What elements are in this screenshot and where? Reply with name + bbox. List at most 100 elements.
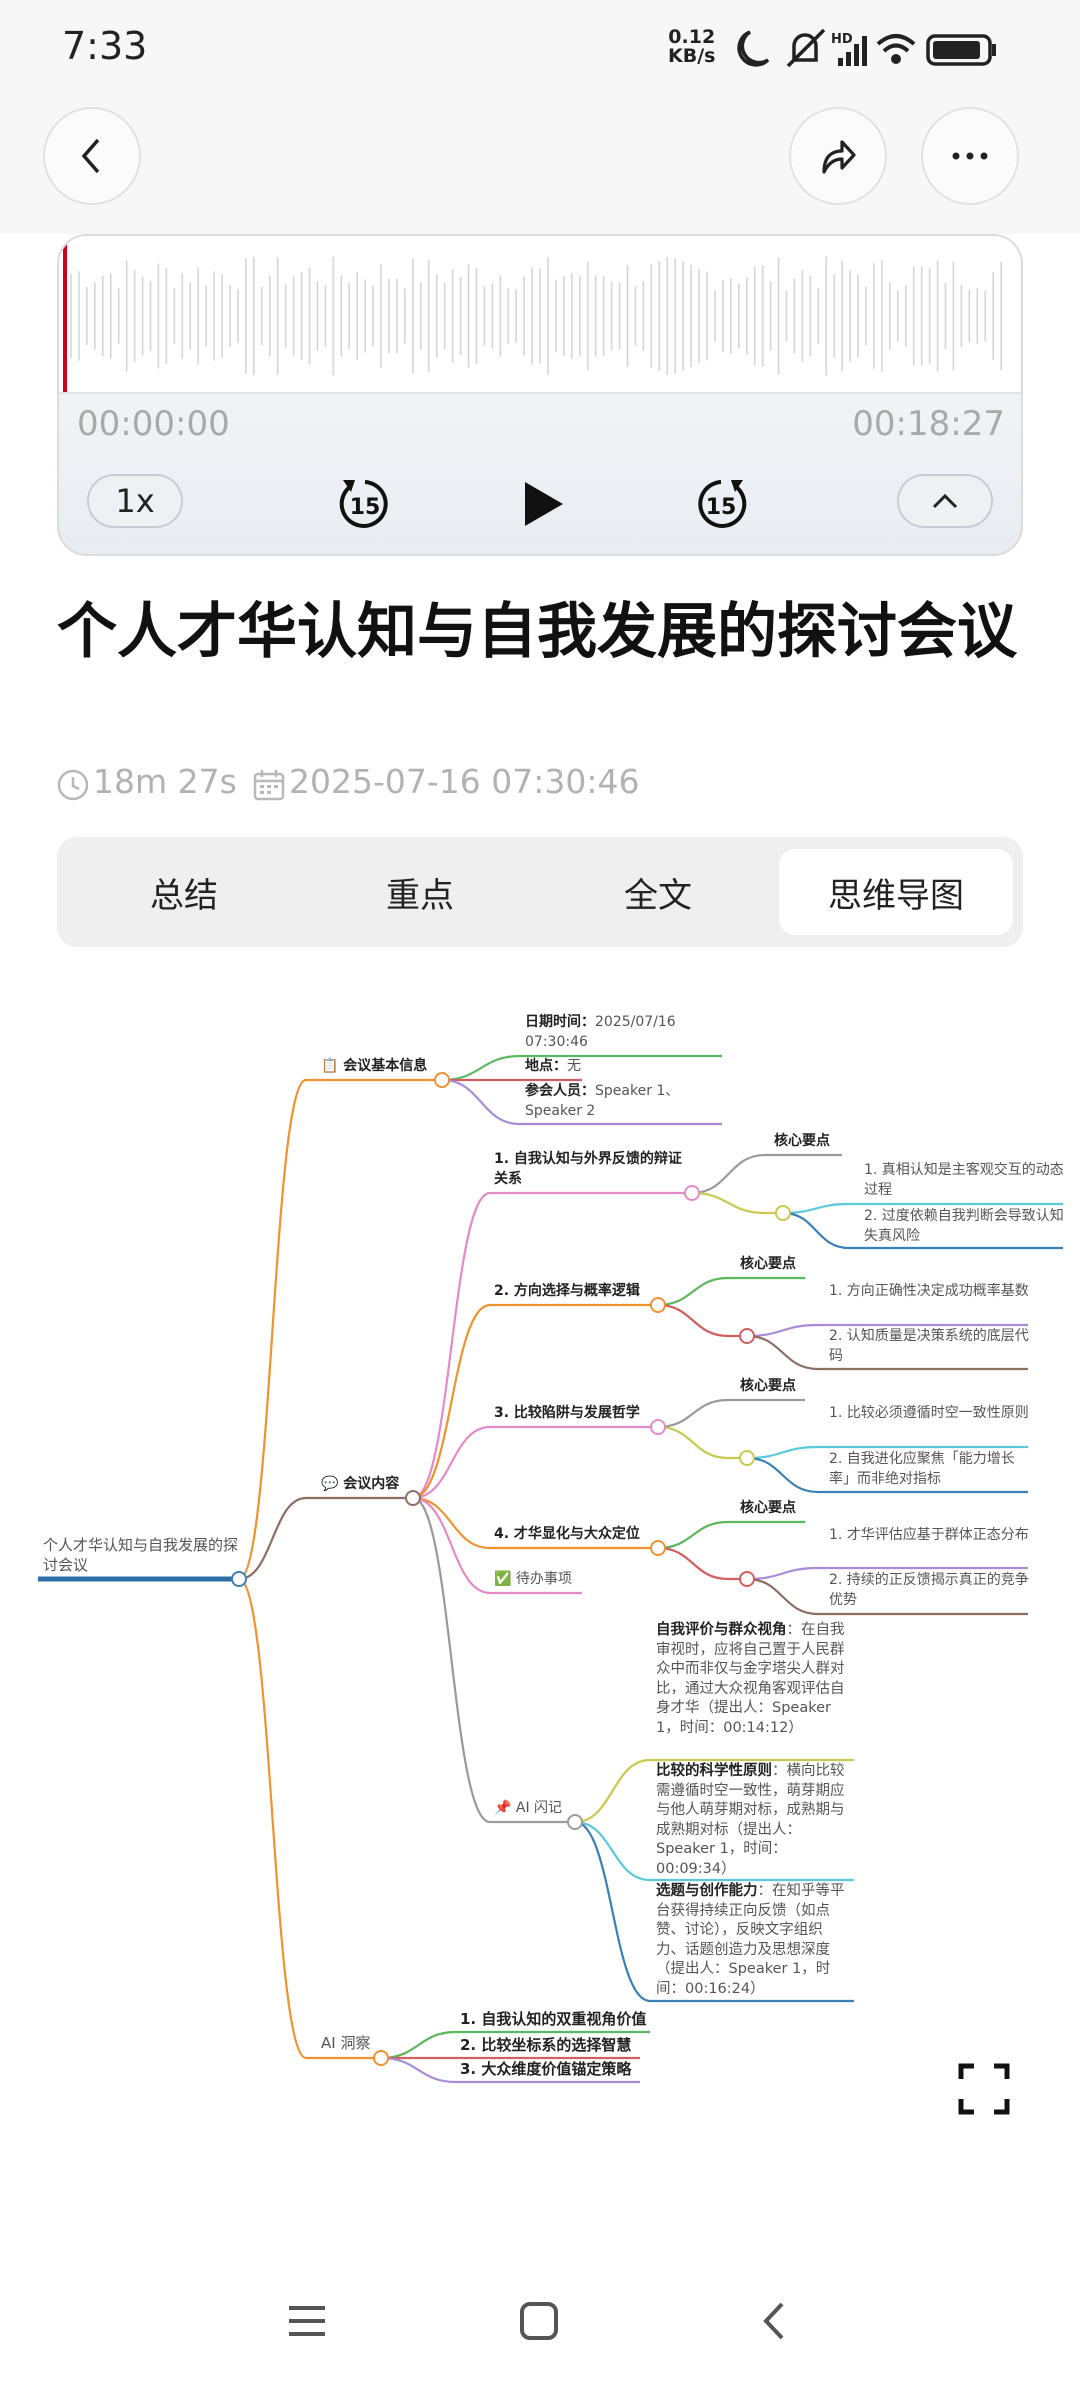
mindmap-collapse-toggle	[650, 1540, 666, 1556]
mindmap-collapse-toggle	[684, 1185, 700, 1201]
net-speed-unit: KB/s	[668, 45, 716, 67]
mindmap-collapse-toggle	[650, 1419, 666, 1435]
more-button[interactable]	[921, 107, 1019, 205]
mindmap-collapse-toggle	[739, 1571, 755, 1587]
back-icon[interactable]	[754, 2300, 796, 2342]
mindmap-connector	[412, 1496, 582, 1595]
mindmap-connector	[782, 1202, 1063, 1215]
audio-player: 00:00:00 00:18:27 1x 15 15	[57, 234, 1023, 556]
forward-seconds: 15	[706, 495, 737, 520]
flash-item-2[interactable]: 比较的科学性原则：横向比较需遵循时空一致性，萌芽期应与他人萌芽期对标，成熟期与成…	[656, 1762, 846, 1879]
node-point-4-1[interactable]: 1. 才华评估应基于群体正态分布	[829, 1527, 1029, 1543]
mindmap-collapse-toggle	[650, 1297, 666, 1313]
mindmap-connector	[746, 1566, 1028, 1581]
mindmap-connector	[657, 1276, 805, 1307]
datetime: 2025-07-16 07:30:46	[289, 762, 640, 801]
tab-highlights[interactable]: 重点	[386, 875, 454, 916]
mindmap-connector	[746, 1334, 1028, 1371]
mindmap-collapse-toggle	[567, 1814, 583, 1830]
mindmap-collapse-toggle	[739, 1450, 755, 1466]
flash-item-text: ：横向比较需遵循时空一致性，萌芽期应与他人萌芽期对标，成熟期与成熟期对标（提出人…	[656, 1763, 845, 1877]
share-button[interactable]	[789, 107, 887, 205]
node-point-3-1[interactable]: 1. 比较必须遵循时空一致性原则	[829, 1405, 1029, 1421]
flash-item-3[interactable]: 选题与创作能力：在知乎等平台获得持续正向反馈（如点赞、讨论），反映文字组织力、话…	[656, 1882, 846, 1999]
speed-button[interactable]: 1x	[87, 474, 183, 528]
node-topic-3[interactable]: 3. 比较陷阱与发展哲学	[494, 1405, 640, 1421]
chevron-up-icon	[932, 493, 958, 509]
mindmap-connector	[657, 1303, 747, 1338]
mindmap-connector	[657, 1520, 805, 1550]
insight-item-1[interactable]: 1. 自我认知的双重视角价值	[460, 2010, 647, 2028]
top-bar-background	[0, 0, 1080, 234]
play-icon	[525, 482, 563, 526]
tab-mindmap[interactable]: 思维导图	[779, 849, 1013, 935]
back-button[interactable]	[43, 107, 141, 205]
mindmap-connector	[746, 1323, 1028, 1338]
node-point-4-2[interactable]: 2. 持续的正反馈揭示真正的竞争优势	[829, 1572, 1029, 1608]
date-key: 日期时间：	[525, 1014, 595, 1030]
mindmap-collapse-toggle	[373, 2050, 389, 2066]
flash-item-1[interactable]: 自我评价与群众视角：在自我审视时，应将自己置于人民群众中而非仅与金字塔尖人群对比…	[656, 1621, 846, 1738]
node-point-2-1[interactable]: 1. 方向正确性决定成功概率基数	[829, 1283, 1029, 1299]
mindmap-connector	[574, 1758, 854, 1824]
rewind-seconds: 15	[350, 495, 381, 520]
mindmap-collapse-toggle	[231, 1571, 247, 1587]
node-meeting-content[interactable]: 💬 会议内容	[321, 1476, 400, 1492]
node-core-1[interactable]: 核心要点	[774, 1133, 830, 1149]
node-topic-1[interactable]: 1. 自我认知与外界反馈的辩证关系	[494, 1151, 682, 1187]
node-point-1-1[interactable]: 1. 真相认知是主客观交互的动态过程	[864, 1162, 1064, 1198]
attendees-key: 参会人员：	[525, 1083, 595, 1099]
node-point-3-2[interactable]: 2. 自我进化应聚焦「能力增长率」而非绝对指标	[829, 1451, 1015, 1487]
tab-transcript[interactable]: 全文	[624, 875, 692, 916]
chevron-left-icon	[81, 138, 100, 174]
more-dots-icon	[952, 152, 988, 160]
node-topic-4[interactable]: 4. 才华显化与大众定位	[494, 1526, 640, 1542]
node-core-4[interactable]: 核心要点	[740, 1500, 796, 1516]
mindmap-root[interactable]: 个人才华认知与自我发展的探讨会议	[43, 1536, 239, 1574]
rewind-15-button[interactable]: 15	[337, 476, 393, 532]
mindmap-connector	[380, 2056, 640, 2084]
node-topic-2[interactable]: 2. 方向选择与概率逻辑	[494, 1283, 640, 1299]
flash-item-text: ：在知乎等平台获得持续正向反馈（如点赞、讨论），反映文字组织力、话题创造力及思想…	[656, 1883, 845, 1997]
playhead	[63, 244, 67, 392]
total-time: 00:18:27	[852, 404, 1005, 444]
insight-item-2[interactable]: 2. 比较坐标系的选择智慧	[460, 2036, 632, 2054]
mindmap-connector	[412, 1191, 692, 1500]
node-place[interactable]: 地点：无	[525, 1056, 581, 1076]
mindmap-connector	[657, 1398, 805, 1429]
fullscreen-button[interactable]	[958, 2063, 1010, 2115]
mindmap-connectors	[38, 1054, 1063, 2084]
node-ai-flash[interactable]: 📌 AI 闪记	[494, 1800, 563, 1816]
collapse-button[interactable]	[897, 474, 993, 528]
mindmap-connector	[657, 1425, 747, 1460]
moon-icon	[737, 30, 770, 67]
home-square-icon[interactable]	[518, 2300, 560, 2342]
node-point-2-2[interactable]: 2. 认知质量是决策系统的底层代码	[829, 1328, 1029, 1364]
node-todo[interactable]: ✅ 待办事项	[494, 1571, 572, 1587]
wifi-icon	[876, 34, 916, 64]
fullscreen-icon	[958, 2063, 1010, 2115]
place-key: 地点：	[525, 1058, 567, 1074]
clock-icon	[57, 769, 89, 801]
menu-icon[interactable]	[286, 2300, 328, 2342]
mindmap-connector	[412, 1425, 658, 1500]
play-button[interactable]	[517, 476, 569, 532]
mindmap-connector	[441, 1054, 722, 1082]
node-date[interactable]: 日期时间：2025/07/16 07:30:46	[525, 1012, 717, 1052]
bell-muted-icon	[786, 28, 826, 68]
node-core-3[interactable]: 核心要点	[740, 1378, 796, 1394]
mindmap-collapse-toggle	[775, 1205, 791, 1221]
forward-15-button[interactable]: 15	[693, 476, 749, 532]
node-core-2[interactable]: 核心要点	[740, 1256, 796, 1272]
node-meeting-info[interactable]: 📋 会议基本信息	[321, 1058, 428, 1074]
node-ai-insight[interactable]: AI 洞察	[321, 2034, 371, 2052]
insight-item-3[interactable]: 3. 大众维度价值锚定策略	[460, 2060, 632, 2078]
node-attendees[interactable]: 参会人员：Speaker 1、Speaker 2	[525, 1081, 717, 1121]
date-value: 2025/07/16 07:30:46	[525, 1014, 676, 1050]
waveform[interactable]	[59, 236, 1021, 394]
mindmap-connector	[412, 1496, 575, 1824]
tab-summary[interactable]: 总结	[150, 875, 218, 916]
node-point-1-2[interactable]: 2. 过度依赖自我判断会导致认知失真风险	[864, 1208, 1064, 1244]
svg-text:HD: HD	[831, 32, 853, 47]
